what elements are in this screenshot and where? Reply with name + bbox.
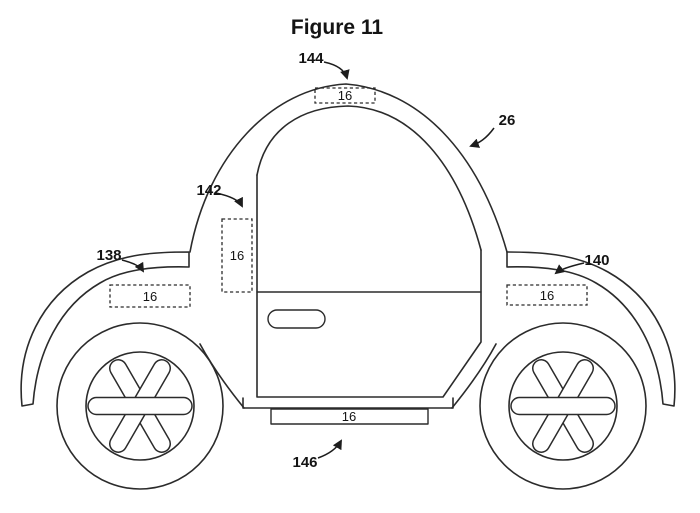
part-label-16-rocker: 16 bbox=[342, 409, 356, 424]
front-wheel-cutout-line bbox=[199, 343, 245, 409]
leader-arrow-140 bbox=[554, 262, 585, 275]
front-fender-sensor-box bbox=[109, 284, 191, 308]
door-outline bbox=[256, 174, 482, 398]
sensor-boxes bbox=[109, 87, 588, 425]
part-label-16-roof: 16 bbox=[338, 88, 352, 103]
door-handle bbox=[267, 309, 326, 329]
part-label-16-rear-fender: 16 bbox=[540, 288, 554, 303]
door bbox=[256, 174, 482, 398]
part-label-16-front-fender: 16 bbox=[143, 289, 157, 304]
ref-label-146: 146 bbox=[292, 454, 317, 471]
rocker-panel-line bbox=[242, 397, 454, 409]
car-body-outline bbox=[20, 83, 676, 409]
leader-arrow-142 bbox=[215, 192, 243, 208]
ref-label-140: 140 bbox=[584, 252, 609, 269]
front-wheel-spokes bbox=[87, 359, 193, 453]
roof-sensor-box bbox=[314, 87, 376, 104]
roof-inner-line bbox=[256, 105, 482, 251]
front-wheel bbox=[56, 322, 224, 490]
ref-label-142: 142 bbox=[196, 182, 221, 199]
rear-rim-circle bbox=[508, 351, 618, 461]
leader-arrow-146 bbox=[317, 439, 342, 459]
part-label-16-pillar: 16 bbox=[230, 248, 244, 263]
ref-label-138: 138 bbox=[96, 247, 121, 264]
pillar-sensor-box bbox=[221, 218, 253, 293]
leader-arrow-138 bbox=[121, 259, 145, 273]
ref-label-144: 144 bbox=[298, 50, 324, 67]
front-rim-circle bbox=[85, 351, 195, 461]
roof-outer-line bbox=[189, 83, 508, 253]
front-fender bbox=[20, 251, 190, 407]
leader-arrow-26 bbox=[469, 127, 495, 148]
leader-arrow-144 bbox=[323, 61, 350, 80]
rear-fender-sensor-box bbox=[506, 284, 588, 306]
rear-wheel bbox=[479, 322, 647, 490]
rear-wheel-cutout-line bbox=[451, 343, 497, 409]
front-tire-circle bbox=[56, 322, 224, 490]
rear-wheel-spokes bbox=[510, 359, 616, 453]
ref-label-26: 26 bbox=[499, 112, 516, 129]
rear-tire-circle bbox=[479, 322, 647, 490]
rocker-sensor-box bbox=[270, 408, 429, 425]
figure-title: Figure 11 bbox=[291, 16, 384, 39]
leader-arrows bbox=[121, 61, 585, 459]
rear-fender bbox=[506, 251, 676, 407]
